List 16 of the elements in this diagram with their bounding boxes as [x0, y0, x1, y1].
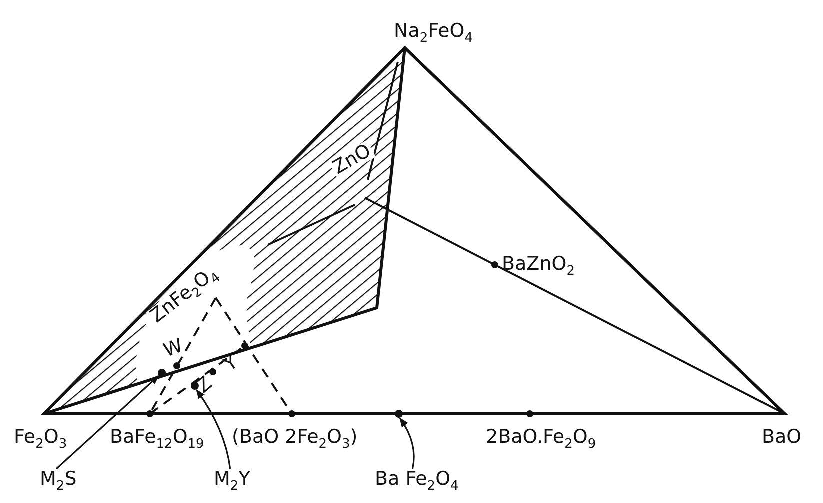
leader-line — [399, 418, 415, 470]
compound-label: M$_{2}$S — [40, 470, 77, 493]
compound-label: BaZnO$_{2}$ — [502, 255, 575, 278]
leader-line — [56, 375, 160, 470]
compound-label: 2BaO.Fe$_{2}$O$_{9}$ — [486, 428, 596, 451]
compound-label: M$_{2}$Y — [214, 470, 250, 493]
compound-label: BaO — [762, 428, 802, 447]
compound-label: Ba Fe$_{2}$O$_{4}$ — [375, 470, 459, 493]
point-label: Z — [194, 374, 216, 397]
point-label: W — [162, 336, 186, 361]
compound-label: BaFe$_{12}$O$_{19}$ — [110, 428, 204, 451]
compound-label: Na$_{2}$FeO$_{4}$ — [394, 22, 473, 45]
compound-label: Fe$_{2}$O$_{3}$ — [14, 428, 68, 451]
compound-label: (BaO 2Fe$_{2}$O$_{3}$) — [232, 428, 358, 451]
leader-line — [196, 389, 232, 470]
composition-point — [395, 410, 403, 418]
